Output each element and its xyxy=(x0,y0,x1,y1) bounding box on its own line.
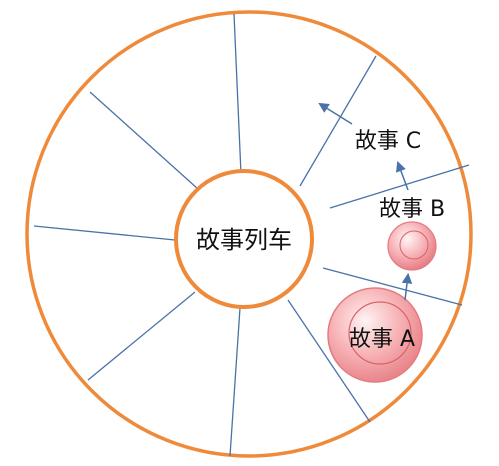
spokes xyxy=(33,13,470,457)
spoke-right xyxy=(329,164,470,209)
story-c-label: 故事 C xyxy=(355,129,421,154)
spoke-upper-right xyxy=(299,55,377,187)
arrow-b-to-c xyxy=(395,161,409,191)
arrow-c-onward xyxy=(318,102,353,125)
hub-label: 故事列车 xyxy=(196,226,292,254)
spoke-lower-right xyxy=(322,267,463,306)
story-b-label: 故事 B xyxy=(379,197,445,222)
story-a-label: 故事 A xyxy=(349,327,415,352)
hub-circle xyxy=(174,169,314,309)
progress-arrows xyxy=(318,102,413,301)
story-b-bubble xyxy=(387,221,437,271)
spoke-upper-left xyxy=(89,91,199,190)
arrow-a-to-b xyxy=(401,272,413,301)
outer-ring xyxy=(25,10,473,458)
story-a-bubble xyxy=(327,287,423,383)
spoke-lower-left xyxy=(87,291,196,381)
spoke-bottom-right xyxy=(287,299,371,423)
spoke-left xyxy=(33,225,176,241)
spoke-bottom-left xyxy=(229,307,241,457)
spoke-top xyxy=(233,13,242,175)
